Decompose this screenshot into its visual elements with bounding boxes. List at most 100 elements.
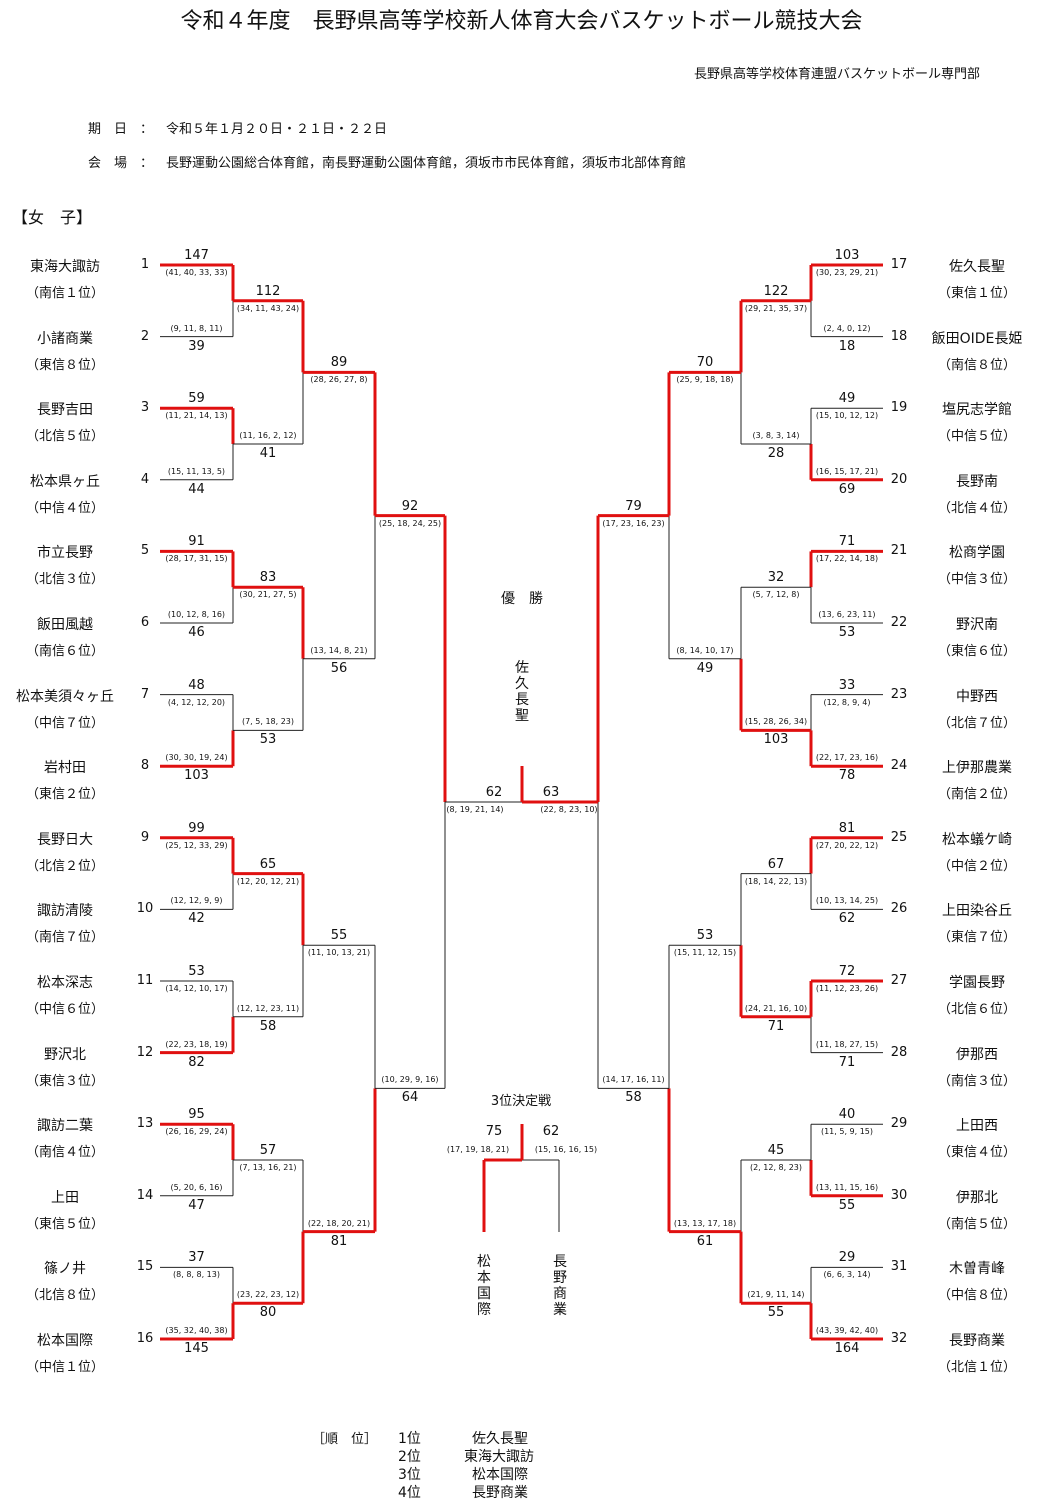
result-place: 2位 [398,1449,421,1465]
quarter-scores: (25, 9, 18, 18) [676,375,734,385]
result-team: 松本国際 [472,1467,528,1483]
team-seed: 20 [890,471,908,487]
team-name: 松本県ヶ丘 [30,473,100,490]
team-rank: （東信１位） [937,286,1016,301]
team-name: 上田染谷丘 [942,903,1012,920]
score: 53 [259,732,277,748]
quarter-scores: (14, 17, 16, 11) [602,1075,665,1085]
quarter-scores: (16, 15, 17, 21) [815,466,879,476]
team-name: 長野南 [956,473,998,490]
score: 32 [767,570,785,586]
team-rank: （中信７位） [25,715,104,731]
quarter-scores: (6, 6, 3, 14) [823,1270,871,1280]
results-label: ［順 位］ [312,1432,378,1447]
champion-label: 優 勝 [501,591,543,607]
team-name: 中野西 [956,688,998,705]
team-seed: 3 [140,400,150,416]
score: 57 [259,1143,277,1158]
score: 89 [330,355,348,371]
score: 67 [767,856,785,872]
score: 103 [834,248,860,263]
team-name: 岩村田 [44,760,86,777]
result-place: 1位 [398,1431,421,1447]
quarter-scores: (8, 8, 8, 13) [173,1270,220,1280]
score: 28 [767,446,785,461]
team-rank: （中信１位） [25,1360,104,1375]
quarter-scores: (17, 23, 16, 23) [602,518,665,528]
quarter-scores: (8, 14, 10, 17) [676,645,734,655]
team-seed: 31 [890,1259,908,1275]
score: 122 [763,283,789,299]
score: 69 [838,481,856,497]
score: 164 [834,1341,860,1356]
score: 59 [188,391,205,407]
team-seed: 13 [136,1116,154,1132]
quarter-scores: (25, 12, 33, 29) [165,840,228,850]
quarter-scores: (41, 40, 33, 33) [165,268,228,277]
score: 103 [184,768,209,784]
quarter-scores: (15, 28, 26, 34) [744,717,808,727]
team-seed: 7 [140,686,150,702]
team-rank: （北信７位） [937,715,1016,731]
date-value: 令和５年１月２０日・２１日・２２日 [166,122,388,137]
score: 63 [542,785,560,800]
quarter-scores: (11, 12, 23, 26) [815,984,879,993]
score: 33 [838,677,856,693]
score: 48 [188,677,205,693]
score: 55 [767,1305,785,1321]
quarter-scores: (28, 17, 31, 15) [165,554,228,564]
third-place-label: 3位決定戦 [490,1094,552,1109]
score: 92 [401,498,419,514]
team-rank: （北信４位） [937,500,1016,516]
quarter-scores: (9, 11, 8, 11) [170,323,223,333]
quarter-scores: (30, 23, 29, 21) [815,268,879,277]
score: 71 [838,534,856,550]
quarter-scores: (5, 20, 6, 16) [170,1182,223,1192]
team-rank: （中信４位） [25,500,104,516]
quarter-scores: (13, 11, 15, 16) [815,1182,879,1192]
quarter-scores: (12, 12, 23, 11) [236,1003,300,1013]
team-name: 小諸商業 [37,330,93,347]
venue-value: 長野運動公園総合体育館，南長野運動公園体育館，須坂市市民体育館，須坂市北部体育館 [166,156,687,171]
team-rank: （東信２位） [25,787,104,803]
score: 62 [838,911,856,927]
quarter-scores: (10, 13, 14, 25) [815,896,879,906]
score: 72 [838,964,856,979]
team-name: 佐久長聖 [949,259,1005,275]
team-seed: 32 [890,1331,908,1346]
team-name: 上田西 [956,1118,998,1135]
third-right-team: 長野商業 [553,1254,567,1318]
team-rank: （南信３位） [937,1073,1016,1089]
score: 65 [259,856,277,872]
quarter-scores: (43, 39, 42, 40) [815,1326,879,1335]
quarter-scores: (26, 16, 29, 24) [165,1127,228,1137]
score: 46 [188,625,205,640]
quarter-scores: (15, 16, 16, 15) [534,1145,598,1154]
team-seed: 9 [140,829,150,845]
team-seed: 15 [136,1259,154,1275]
team-rank: （北信５位） [25,429,104,445]
team-rank: （中信８位） [937,1288,1016,1304]
team-name: 松本美須々ヶ丘 [16,688,114,705]
team-seed: 1 [140,257,150,272]
team-name: 松本国際 [37,1333,93,1349]
team-seed: 17 [890,257,908,272]
team-name: 諏訪二葉 [37,1118,93,1135]
quarter-scores: (22, 23, 18, 19) [165,1039,228,1049]
score: 78 [838,768,856,784]
quarter-scores: (11, 10, 13, 21) [307,948,371,958]
team-seed: 6 [140,615,150,630]
team-seed: 14 [136,1187,154,1203]
team-seed: 4 [140,471,150,487]
team-rank: （東信３位） [25,1073,104,1089]
score: 83 [259,570,277,586]
quarter-scores: (34, 11, 43, 24) [236,303,300,313]
team-seed: 12 [136,1044,154,1060]
team-seed: 8 [140,758,150,774]
score: 71 [838,1054,856,1070]
team-rank: （北信１位） [937,1360,1016,1375]
team-seed: 30 [890,1187,908,1203]
score: 53 [838,625,856,640]
team-rank: （中信３位） [937,572,1016,588]
quarter-scores: (2, 4, 0, 12) [823,323,871,333]
